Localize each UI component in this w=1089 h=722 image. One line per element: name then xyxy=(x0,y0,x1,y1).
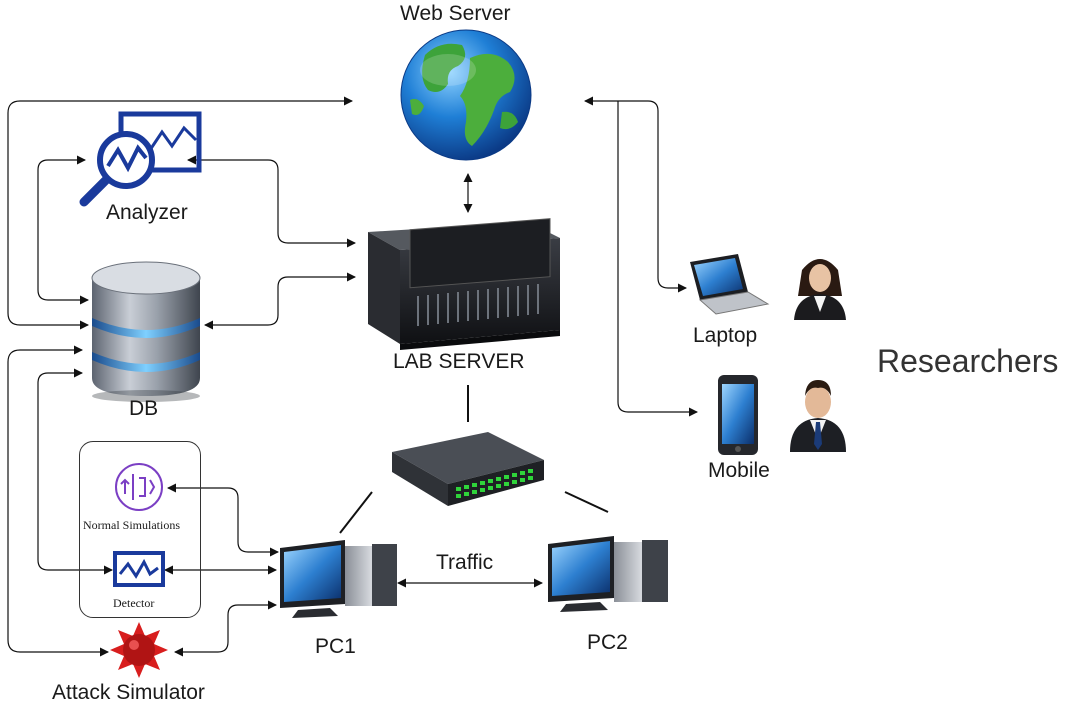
analyzer-label: Analyzer xyxy=(106,201,188,224)
globe-icon xyxy=(400,29,532,161)
webserver-db-link xyxy=(7,96,353,330)
female-user-icon xyxy=(794,259,846,320)
webserver-mobile-link xyxy=(617,101,698,417)
web-server-label: Web Server xyxy=(400,2,511,25)
simulation-icon xyxy=(115,463,163,511)
smartphone-icon xyxy=(718,375,758,455)
switch-pc1-line xyxy=(339,491,373,534)
normalsim-pc1-link xyxy=(167,483,279,557)
simulation-group-box xyxy=(79,441,201,618)
pc1-label: PC1 xyxy=(315,635,356,658)
attack-pc1-link xyxy=(174,600,277,657)
mobile-label: Mobile xyxy=(708,459,770,482)
switch-pc2-line xyxy=(564,491,609,513)
database-icon xyxy=(91,261,201,402)
lab-server-label: LAB SERVER xyxy=(393,350,525,373)
pc2-label: PC2 xyxy=(587,631,628,654)
rack-server-icon xyxy=(368,218,560,350)
detector-icon xyxy=(113,551,165,587)
male-user-icon xyxy=(790,380,846,452)
researchers-label: Researchers xyxy=(877,343,1059,379)
laptop-label: Laptop xyxy=(693,324,758,347)
analyzer-db-link xyxy=(37,155,89,305)
virus-icon xyxy=(110,622,168,678)
attack-db-link xyxy=(7,345,109,657)
normal-simulations-label: Normal Simulations xyxy=(83,518,180,532)
desktop-pc-icon xyxy=(280,540,397,618)
db-label: DB xyxy=(129,397,159,420)
laptop-icon xyxy=(690,254,770,315)
traffic-label: Traffic xyxy=(436,551,494,574)
analyzer-magnifier-icon xyxy=(79,111,202,207)
desktop-pc-icon xyxy=(548,536,668,612)
network-switch-icon xyxy=(392,432,544,506)
db-labserver-link xyxy=(204,272,356,330)
analyzer-labserver-link xyxy=(187,155,356,248)
attack-simulator-label: Attack Simulator xyxy=(52,681,205,704)
detector-db-link xyxy=(37,368,113,575)
webserver-laptop-link xyxy=(584,96,687,293)
connectors xyxy=(7,96,698,657)
detector-label: Detector xyxy=(113,596,155,610)
